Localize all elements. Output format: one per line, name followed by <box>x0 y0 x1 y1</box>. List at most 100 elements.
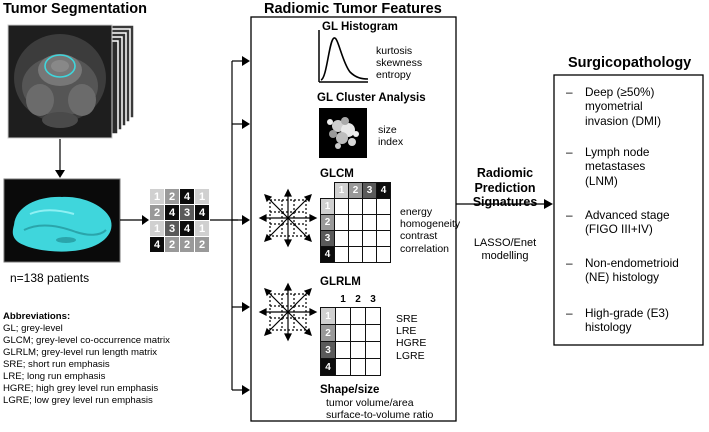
feature-label: kurtosis <box>376 45 413 57</box>
matrix-cell <box>348 230 363 247</box>
gl-histogram-features: kurtosis skewness entropy <box>376 45 422 82</box>
abbreviation-item: GL; grey-level <box>3 323 63 335</box>
shape-size-features: tumor volume/area surface-to-volume rati… <box>326 397 433 421</box>
method-line: modelling <box>481 250 529 262</box>
tumor-segmentation-title: Tumor Segmentation <box>3 1 147 17</box>
matrix-cell: 1 <box>194 188 210 205</box>
surgicopathology-item-text: Non-endometrioid(NE) histology <box>585 256 679 285</box>
matrix-cell <box>334 246 349 263</box>
item-line: (LNM) <box>585 173 618 188</box>
gl-cluster-title: GL Cluster Analysis <box>317 92 426 104</box>
title-line: Radiomic <box>476 166 534 180</box>
method-line: LASSO/Enet <box>473 237 537 249</box>
matrix-cell: 2 <box>179 236 195 253</box>
abbreviations-block: Abbreviations: GL; grey-level GLCM; grey… <box>3 311 170 407</box>
matrix-corner <box>321 183 335 199</box>
matrix-cell <box>334 198 349 215</box>
matrix-cell: 2 <box>194 236 210 253</box>
prediction-signatures-title: Radiomic Prediction Signatures <box>462 166 548 210</box>
surgicopathology-box <box>553 74 704 346</box>
histogram-curve-icon <box>318 30 369 83</box>
feature-label: LRE <box>396 325 417 338</box>
matrix-column-label: 3 <box>362 182 377 199</box>
matrix-cell <box>376 198 391 215</box>
radiomic-features-title: Radiomic Tumor Features <box>264 1 442 17</box>
feature-label: contrast <box>400 230 438 243</box>
glrlm-title: GLRLM <box>320 276 361 288</box>
matrix-column-label: 1 <box>335 291 351 308</box>
abbreviations-heading: Abbreviations: <box>3 311 71 322</box>
abbreviation-item: SRE; short run emphasis <box>3 359 110 371</box>
matrix-cell <box>376 230 391 247</box>
feature-label: energy <box>400 206 433 218</box>
glrlm-direction-star-icon <box>258 282 318 342</box>
matrix-cell <box>350 341 366 359</box>
glcm-title: GLCM <box>320 168 354 180</box>
feature-label: correlation <box>400 242 450 255</box>
item-line: Lymph node <box>585 145 650 159</box>
gl-histogram-title: GL Histogram <box>322 21 398 33</box>
matrix-cell: 2 <box>164 236 180 253</box>
matrix-row-label: 3 <box>320 341 336 359</box>
matrix-cell <box>350 358 366 376</box>
feature-label: LGRE <box>396 349 425 362</box>
item-line: Advanced stage <box>585 208 670 222</box>
matrix-cell <box>335 358 351 376</box>
item-line: (FIGO III+IV) <box>585 222 653 237</box>
matrix-column-label: 3 <box>365 291 381 308</box>
surgicopathology-item-text: Advanced stage(FIGO III+IV) <box>585 208 670 237</box>
matrix-row-label: 2 <box>320 214 335 231</box>
matrix-cell <box>334 230 349 247</box>
abbreviation-item: LGRE; low grey level run emphasis <box>3 395 153 407</box>
abbreviation-item: GLRLM; grey-level run length matrix <box>3 347 158 359</box>
shape-size-title: Shape/size <box>320 384 380 396</box>
surgicopathology-title: Surgicopathology <box>568 55 692 71</box>
bullet-dash: – <box>566 256 573 270</box>
feature-label: tumor volume/area <box>326 397 414 409</box>
feature-label: entropy <box>376 69 412 82</box>
matrix-cell <box>376 214 391 231</box>
matrix-row-label: 2 <box>320 324 336 342</box>
matrix-column-label: 2 <box>348 182 363 199</box>
matrix-column-label: 4 <box>376 182 391 199</box>
abbreviation-item: LRE; long run emphasis <box>3 371 106 383</box>
item-line: metastases <box>585 159 646 174</box>
matrix-cell <box>348 246 363 263</box>
matrix-cell: 2 <box>149 204 165 221</box>
matrix-cell: 3 <box>164 220 180 237</box>
item-line: invasion (DMI) <box>585 113 662 128</box>
matrix-cell <box>335 307 351 325</box>
item-line: Deep (≥50%) <box>585 85 655 99</box>
abbreviation-item: GLCM; grey-level co-occurrence matrix <box>3 335 170 347</box>
item-line: (NE) histology <box>585 270 660 285</box>
matrix-cell <box>350 307 366 325</box>
matrix-row-label: 4 <box>320 358 336 376</box>
matrix-column-label: 2 <box>350 291 366 308</box>
bullet-dash: – <box>566 85 573 99</box>
matrix-cell <box>376 246 391 263</box>
feature-label: homogeneity <box>400 218 461 231</box>
matrix-cell: 4 <box>149 236 165 253</box>
matrix-cell: 4 <box>164 204 180 221</box>
modelling-method: LASSO/Enet modelling <box>462 237 548 263</box>
matrix-cell <box>348 214 363 231</box>
matrix-cell <box>365 341 381 359</box>
title-line: Prediction <box>474 180 536 195</box>
glrlm-features: SRE LRE HGRE LGRE <box>396 313 426 362</box>
matrix-row-label: 1 <box>320 198 335 215</box>
bullet-dash: – <box>566 145 573 159</box>
cluster-analysis-icon <box>319 108 367 158</box>
feature-label: skewness <box>376 57 423 70</box>
matrix-row-label: 4 <box>320 246 335 263</box>
matrix-row-label: 3 <box>320 230 335 247</box>
matrix-cell <box>348 198 363 215</box>
matrix-cell: 4 <box>179 188 195 205</box>
matrix-cell: 3 <box>179 204 195 221</box>
matrix-cell <box>365 307 381 325</box>
matrix-column-label: 1 <box>334 182 349 199</box>
